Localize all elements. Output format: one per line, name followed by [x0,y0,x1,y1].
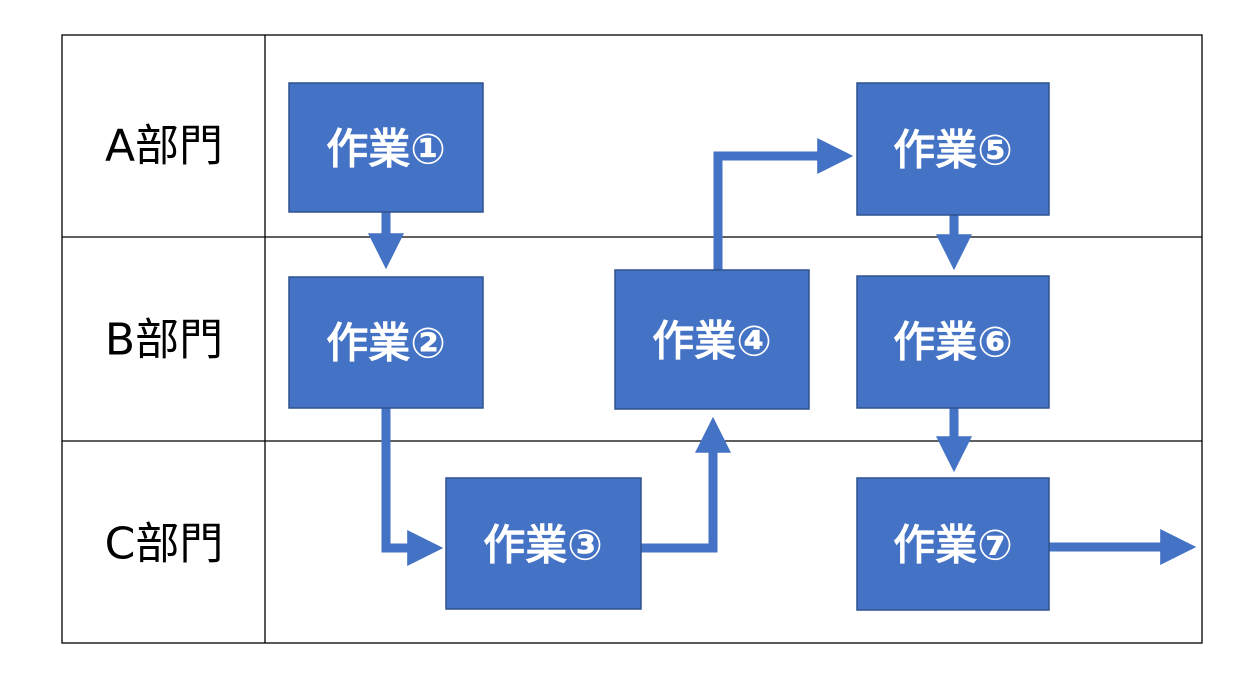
task-box-4: 作業④ [614,269,810,410]
task-box-6: 作業⑥ [856,275,1050,409]
task-label-6: 作業⑥ [893,318,1013,367]
task-box-7: 作業⑦ [856,477,1050,611]
task-label-1: 作業① [326,125,446,174]
task-box-2-shape [288,276,484,409]
task-box-2: 作業② [288,276,484,409]
task-box-3-shape [445,477,642,610]
task-label-2: 作業② [326,319,446,368]
flow-arrow-3-to-4 [641,416,731,553]
department-label-a: A部門 [105,121,223,172]
task-box-4-shape [614,269,810,410]
task-box-5: 作業⑤ [856,82,1050,216]
department-labels: A部門 B部門 C部門 [105,121,224,570]
flow-arrow-4-to-5 [713,138,854,270]
flow-arrows [368,138,1197,566]
task-label-7: 作業⑦ [893,521,1013,570]
task-box-1-shape [288,82,484,213]
flow-arrow-2-to-3 [381,408,444,566]
task-box-6-shape [856,275,1050,409]
task-box-3: 作業③ [445,477,642,610]
task-box-7-shape [856,477,1050,611]
department-label-c: C部門 [105,519,224,570]
task-label-3: 作業③ [483,521,603,570]
task-box-1: 作業① [288,82,484,213]
task-label-5: 作業⑤ [893,126,1013,175]
task-label-4: 作業④ [652,317,772,366]
table-border [61,34,1203,644]
task-box-5-shape [856,82,1050,216]
department-label-b: B部門 [105,315,223,366]
lane-grid [61,34,1203,644]
